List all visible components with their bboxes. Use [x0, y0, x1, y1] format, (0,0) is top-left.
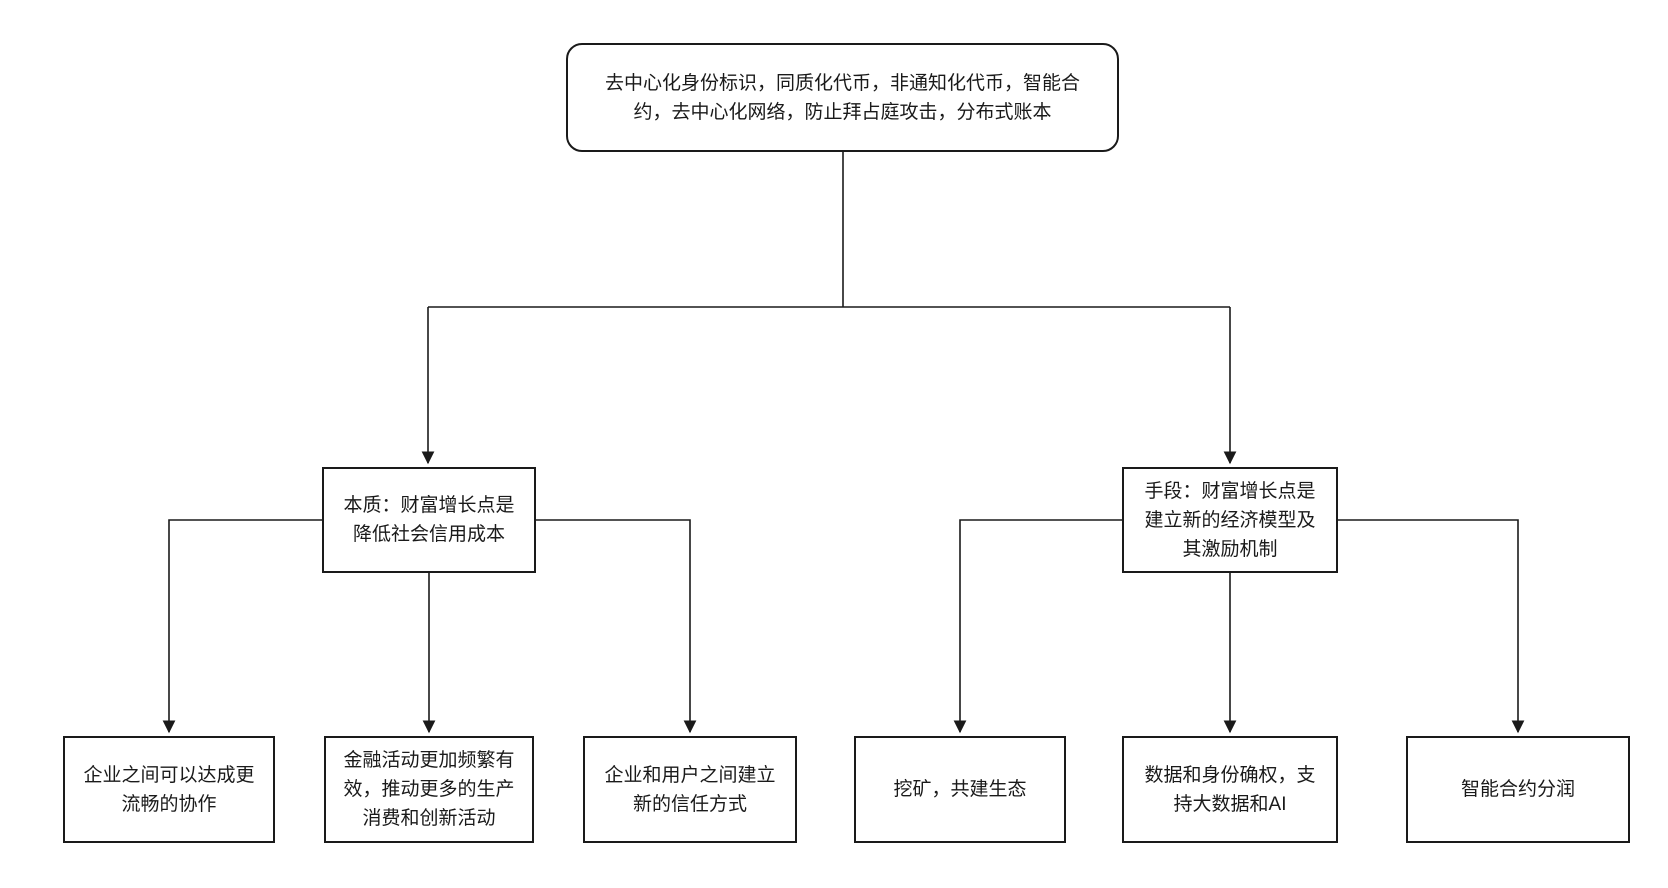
node-mining-label: 挖矿，共建生态 — [893, 779, 1027, 800]
node-mining[interactable]: 挖矿，共建生态 — [854, 736, 1066, 843]
node-trust[interactable]: 企业和用户之间建立 新的信任方式 — [583, 736, 797, 843]
connector-means-to-smart-contract — [1338, 519, 1525, 734]
node-blockchain-features-label: 去中心化身份标识，同质化代币，非通知化代币，智能合 约，去中心化网络，防止拜占庭… — [604, 72, 1080, 123]
node-means[interactable]: 手段：财富增长点是 建立新的经济模型及 其激励机制 — [1122, 467, 1338, 573]
node-blockchain-features[interactable]: 去中心化身份标识，同质化代币，非通知化代币，智能合 约，去中心化网络，防止拜占庭… — [566, 43, 1119, 152]
connector-means-to-mining — [953, 519, 1122, 734]
node-data-rights-label: 数据和身份确权，支 持大数据和AI — [1144, 764, 1316, 815]
node-means-label: 手段：财富增长点是 建立新的经济模型及 其激励机制 — [1144, 480, 1316, 560]
node-data-rights[interactable]: 数据和身份确权，支 持大数据和AI — [1122, 736, 1338, 843]
node-trust-label: 企业和用户之间建立 新的信任方式 — [604, 764, 776, 815]
node-financial-activity[interactable]: 金融活动更加频繁有 效，推动更多的生产 消费和创新活动 — [324, 736, 534, 843]
node-collaboration[interactable]: 企业之间可以达成更 流畅的协作 — [63, 736, 275, 843]
node-smart-contract-profit[interactable]: 智能合约分润 — [1406, 736, 1630, 843]
connector-essence-to-trust — [536, 519, 697, 734]
node-collaboration-label: 企业之间可以达成更 流畅的协作 — [83, 764, 255, 815]
node-financial-activity-label: 金融活动更加频繁有 效，推动更多的生产 消费和创新活动 — [343, 750, 515, 829]
node-essence-label: 本质：财富增长点是 降低社会信用成本 — [343, 495, 515, 545]
node-essence[interactable]: 本质：财富增长点是 降低社会信用成本 — [322, 467, 536, 573]
node-smart-contract-profit-label: 智能合约分润 — [1460, 779, 1575, 800]
connector-essence-to-collaboration — [162, 519, 322, 734]
